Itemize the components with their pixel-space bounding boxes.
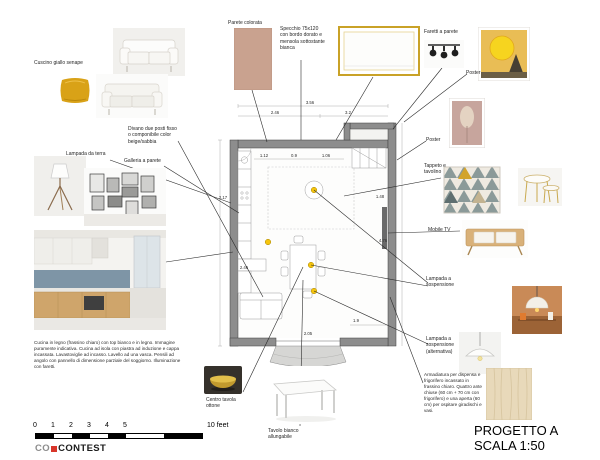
tv-unit-photo: [462, 220, 528, 258]
rug-label: Tappeto e tavolino: [424, 163, 446, 176]
dimension-label: 3.56: [306, 100, 315, 105]
wall-color-swatch: [234, 28, 272, 90]
dimension-label: 1.06: [322, 153, 331, 158]
kitchen-photo: [34, 230, 166, 330]
spotlights-label: Faretti a parete: [424, 29, 458, 35]
brand-square-icon: [51, 445, 58, 452]
project-title: PROGETTO A: [474, 423, 559, 438]
scale-tick-label: 4: [105, 422, 109, 429]
side-poster-label: Poster: [426, 137, 441, 143]
sofa-photo-1: [113, 28, 185, 76]
dimension-label: 2.46: [271, 110, 280, 115]
gallery-wall-photo: [84, 168, 166, 226]
floor-plan-container: 3.56 2.46 3.2 1.12 0.9 1.06 2.17 2.46 1.…: [210, 95, 410, 375]
brand-logo: CO CONTEST: [35, 443, 106, 454]
wall-color-label: Parete colorata: [228, 20, 262, 26]
floor-plan: 3.56 2.46 3.2 1.12 0.9 1.06 2.17 2.46 1.…: [218, 100, 403, 368]
dimension-label: 1.9: [353, 318, 360, 323]
mirror-photo: [338, 26, 420, 76]
brand-suffix: CONTEST: [58, 443, 107, 454]
dimension-label: 2.17: [219, 195, 228, 200]
dimension-label: 1.12: [260, 153, 269, 158]
title-block: PROGETTO A SCALA 1:50: [474, 423, 559, 454]
spotlights-photo: [424, 40, 464, 68]
sofa-note-label: Divano due posti fisso o componibile col…: [128, 126, 177, 145]
brass-bowl-photo: [204, 366, 242, 394]
sofa-photo-2: [96, 74, 168, 118]
pendant-lamp-alt-photo: [459, 332, 501, 374]
dimension-label: 2.46: [240, 265, 249, 270]
scale-tick-label: 1: [51, 422, 55, 429]
sun-poster-photo: [478, 27, 530, 81]
scale-bar: [35, 433, 203, 439]
cushion-label: Cuscino giallo senape: [34, 60, 83, 66]
side-poster-photo: [449, 98, 485, 148]
scale-unit-label: 10 feet: [207, 422, 229, 429]
white-table-label: Tavolo bianco allungabile: [268, 428, 299, 441]
rug-photo: [443, 166, 501, 214]
dimension-label: 0.9: [291, 153, 298, 158]
tv-unit-label: Mobile TV: [428, 227, 451, 233]
scale-tick-label: 2: [69, 422, 73, 429]
gallery-label: Galleria a parete: [124, 158, 161, 164]
floor-lamp-label: Lampada da terra: [66, 151, 106, 157]
scale-tick-label: 0: [33, 422, 37, 429]
pendant-lamp-alt-label: Lampada a sospensione (alternativa): [426, 336, 455, 355]
wood-swatch: [486, 368, 532, 420]
cushion-photo: [57, 72, 93, 108]
scale-title: SCALA 1:50: [474, 437, 545, 453]
pendant-lamp-photo: [512, 286, 562, 334]
kitchen-description: Cucina in legno (frassino chiaro) con to…: [34, 340, 181, 369]
scale-tick-label: 3: [87, 422, 91, 429]
white-table-photo: [262, 366, 342, 424]
pendant-lamp-label: Lampada a sospensione: [426, 276, 455, 289]
dimension-label: 3.2: [345, 110, 352, 115]
brand-prefix: CO: [35, 443, 51, 454]
sun-poster-label: Poster: [466, 70, 481, 76]
dimension-label: 1.48: [376, 194, 385, 199]
side-table-photo: [518, 168, 562, 206]
pantry-description: Armadiatura per dispensa e frigorifero i…: [424, 372, 482, 413]
floor-lamp-photo: [34, 156, 86, 216]
mirror-label: Specchio 75x120 con bordo dorato e menso…: [280, 26, 325, 51]
scale-tick-label: 5: [123, 422, 127, 429]
dimension-label: 2.05: [304, 331, 313, 336]
brass-bowl-label: Centro tavola ottone: [206, 397, 236, 410]
dimension-label: 4.76: [379, 238, 388, 243]
